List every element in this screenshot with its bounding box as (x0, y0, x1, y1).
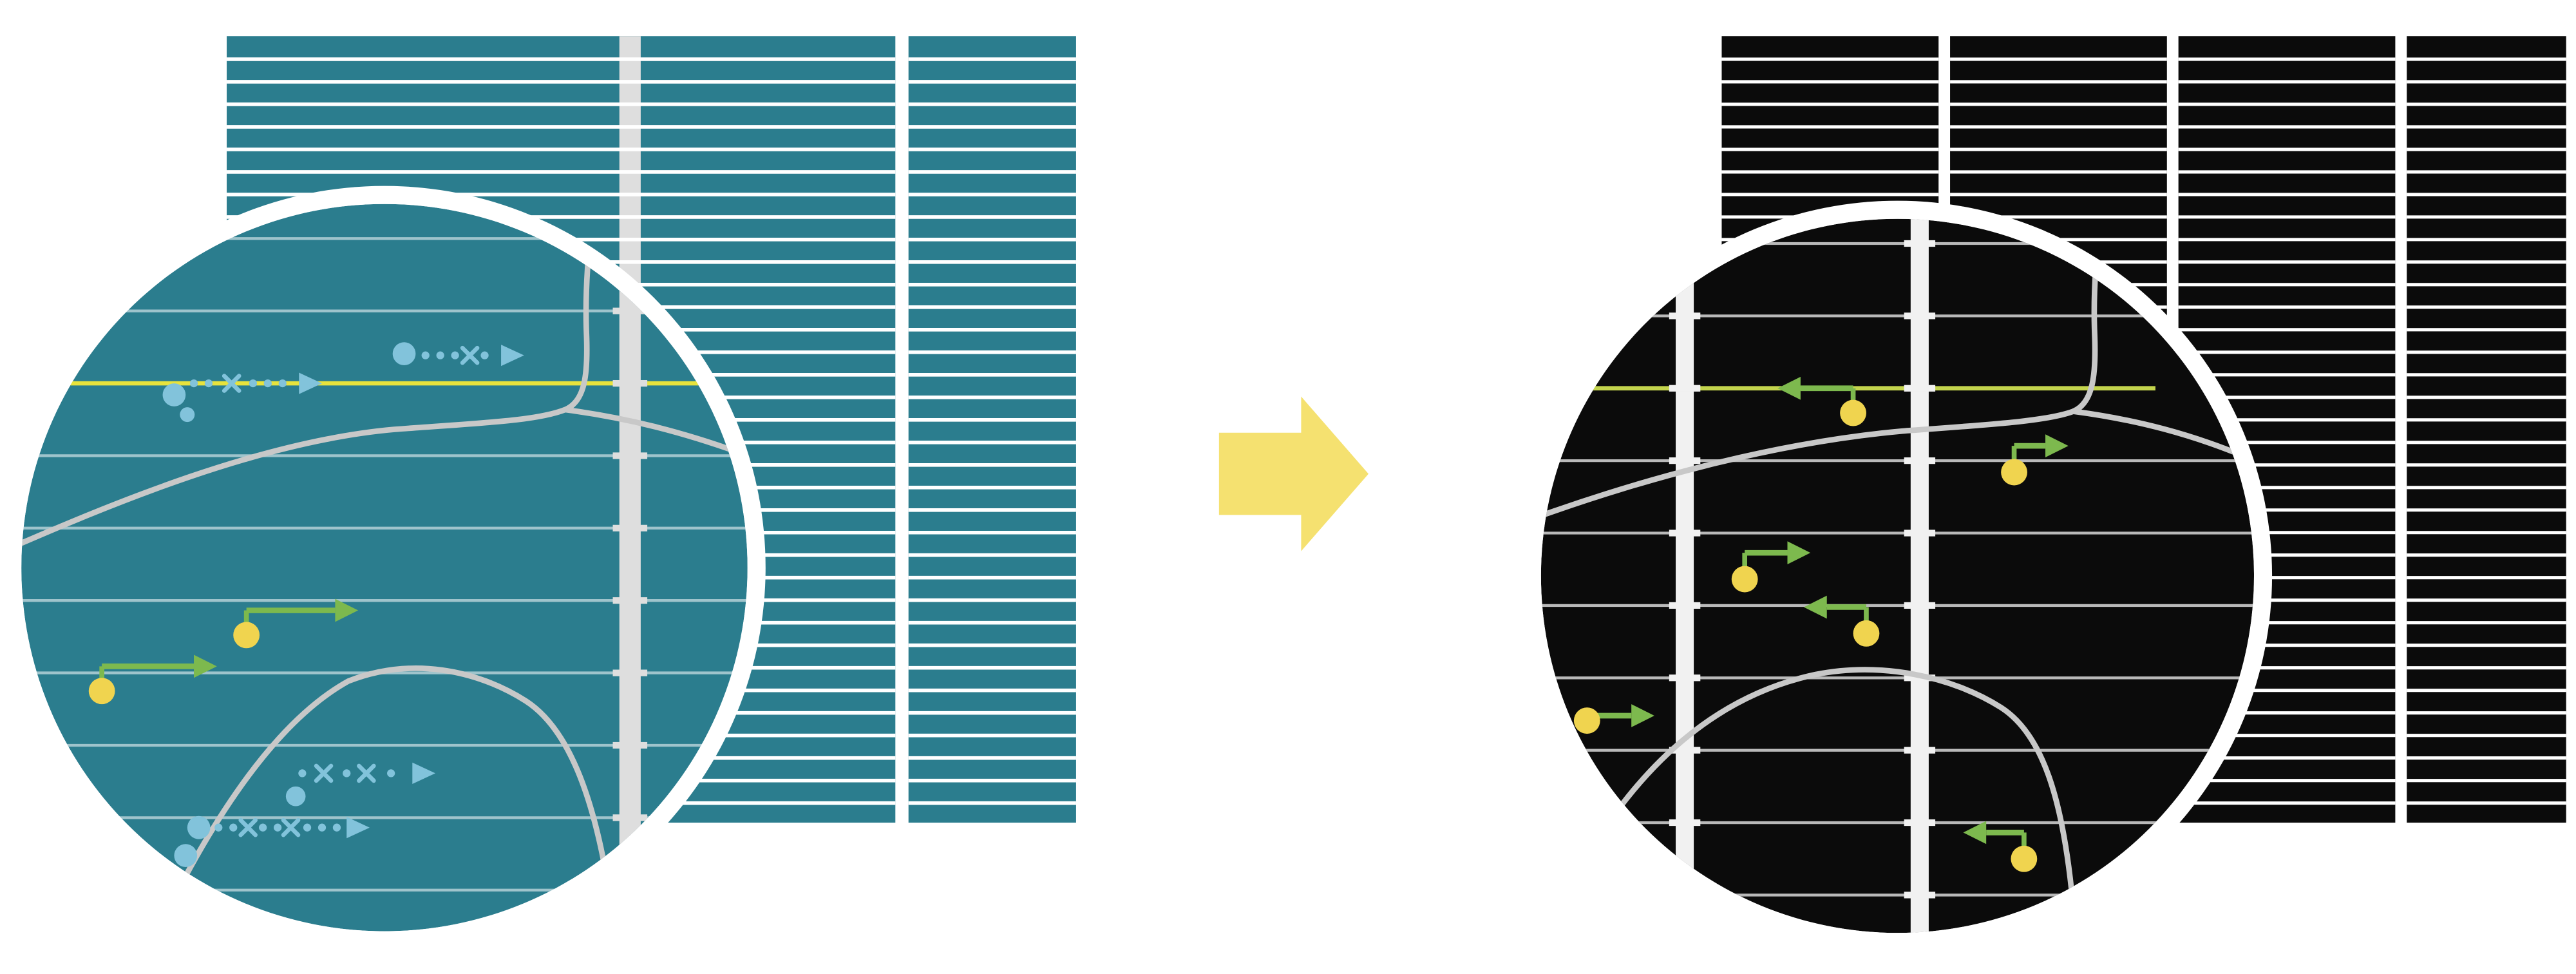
busbar-tick (1904, 312, 1936, 320)
electron-trail-dot (259, 823, 267, 832)
electron-trail-dot (317, 823, 327, 832)
busbar-tick (1669, 819, 1701, 826)
grain-boundary (21, 204, 598, 559)
hole-arrowhead (335, 598, 359, 622)
busbar-tick (1904, 385, 1936, 392)
electron-trail-dot (387, 769, 395, 778)
busbar-tick (1904, 457, 1936, 464)
busbar-tick (1904, 240, 1936, 247)
recombination-cross (281, 817, 301, 837)
busbar-tick (1904, 602, 1936, 609)
zoom-busbar (1676, 218, 1694, 933)
grain-boundary (562, 406, 748, 461)
grain-boundary (2070, 408, 2254, 462)
electron-trail-dot (298, 769, 307, 778)
hole-dot (1573, 707, 1600, 734)
busbar-tick (612, 669, 648, 676)
electron-dot (187, 816, 211, 839)
electron-trail-dot (249, 379, 257, 388)
hole-arrowhead (1787, 541, 1811, 565)
hole-arrowhead (194, 654, 217, 678)
recombination-cross (222, 374, 242, 393)
hole-arrowhead (1804, 595, 1827, 619)
electron-arrowhead (299, 372, 322, 394)
busbar-tick (612, 597, 648, 604)
hole-arrowhead (1777, 376, 1801, 400)
hole-dot (1840, 399, 1866, 426)
electron-dot (392, 342, 416, 365)
busbar-tick (1669, 240, 1701, 247)
electron-trail-dot (229, 823, 238, 832)
hole-dot (1731, 566, 1758, 593)
hole-dot (1853, 620, 1880, 647)
busbar-tick (1669, 457, 1701, 464)
hole-dot (2001, 459, 2027, 486)
hole-arrowhead (1631, 704, 1654, 727)
grain-boundary (1615, 667, 2076, 912)
electron-trail-dot (303, 823, 312, 832)
busbar-tick (1904, 530, 1936, 537)
busbar-tick (612, 307, 648, 314)
grain-boundary (153, 665, 614, 931)
busbar-tick (1669, 747, 1701, 754)
zoom-busbar (619, 204, 641, 931)
busbar-tick (1904, 747, 1936, 754)
busbar-tick (612, 452, 648, 459)
recombination-cross (460, 345, 480, 365)
hole-arrowhead (1963, 821, 1987, 845)
electron-trail-dot (204, 379, 213, 388)
electron-trail-dot (214, 823, 223, 832)
electron-arrowhead (346, 817, 370, 839)
busbar-tick (612, 886, 648, 893)
busbar-tick (1669, 674, 1701, 682)
left-zoom-circle (3, 186, 766, 950)
electron-trail-dot (278, 379, 287, 388)
hole-arrowhead (2045, 434, 2069, 458)
electron-trail-dot (343, 769, 351, 778)
busbar-tick (1669, 385, 1701, 392)
electron-dot (174, 844, 198, 867)
electron-trail-dot (436, 351, 444, 359)
right-zoom-circle (1522, 200, 2273, 951)
right-cell-column (2407, 36, 2566, 823)
busbar-tick (612, 524, 648, 531)
electron-dot (285, 786, 306, 807)
busbar-tick (1669, 892, 1701, 899)
busbar-tick (1669, 530, 1701, 537)
electron-trail-dot (274, 823, 282, 832)
electron-dot (180, 407, 195, 423)
hole-dot (88, 678, 115, 705)
zoom-background (1540, 218, 2254, 933)
transition-arrow (1218, 396, 1368, 551)
left-cell-strip (908, 36, 1076, 823)
electron-trail-dot (421, 351, 430, 359)
recombination-cross (314, 763, 334, 783)
busbar-tick (1904, 892, 1936, 899)
recombination-cross (357, 763, 376, 783)
electron-trail-dot (480, 351, 489, 359)
busbar-tick (1669, 602, 1701, 609)
grain-boundary (1540, 218, 2106, 530)
busbar-tick (612, 379, 648, 387)
electron-trail-dot (189, 379, 198, 388)
electron-arrowhead (412, 762, 436, 785)
hole-dot (233, 622, 260, 649)
busbar-tick (612, 814, 648, 821)
busbar-tick (1669, 312, 1701, 320)
hole-dot (2011, 845, 2038, 872)
electron-arrowhead (501, 345, 524, 367)
busbar-tick (1904, 819, 1936, 826)
electron-trail-dot (332, 823, 341, 832)
electron-trail-dot (451, 351, 459, 359)
recombination-cross (238, 817, 258, 837)
zoom-busbar (1910, 218, 1929, 933)
busbar-tick (612, 741, 648, 749)
electron-dot (162, 383, 186, 406)
left-zoom-content (21, 204, 748, 931)
electron-trail-dot (263, 379, 272, 388)
